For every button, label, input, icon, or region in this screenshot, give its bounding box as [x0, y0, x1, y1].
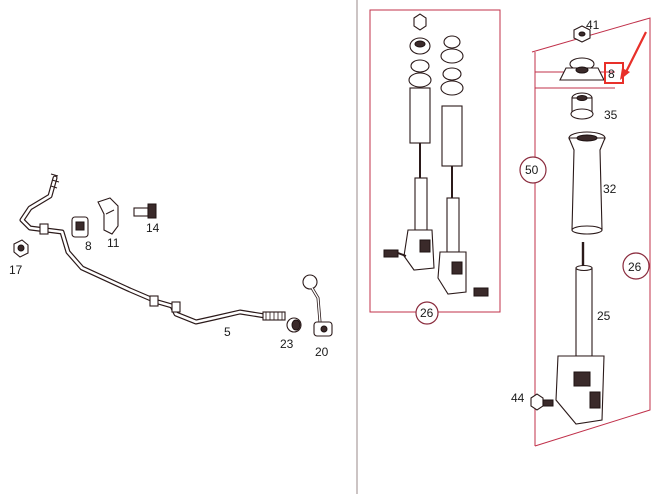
bolt-part-14[interactable] — [133, 203, 157, 219]
label-14: 14 — [146, 221, 160, 235]
middle-strut-parts[interactable] — [383, 13, 489, 297]
label-26-right: 26 — [628, 260, 642, 274]
label-5: 5 — [224, 325, 231, 339]
label-50: 50 — [525, 163, 539, 177]
middle-group-frame — [369, 9, 501, 313]
label-32: 32 — [603, 182, 617, 196]
label-26-mid: 26 — [420, 306, 434, 320]
label-8-left: 8 — [85, 239, 92, 253]
callout-26-mid — [415, 301, 439, 325]
label-17: 17 — [9, 263, 23, 277]
label-41: 41 — [586, 18, 600, 32]
label-35: 35 — [604, 108, 618, 122]
bushing-part-23[interactable] — [286, 317, 302, 333]
shock-absorber-part-25[interactable] — [555, 242, 605, 425]
dust-boot-part-32[interactable] — [568, 131, 606, 235]
label-8-right: 8 — [608, 67, 615, 81]
callout-50 — [519, 156, 547, 184]
label-20: 20 — [315, 345, 329, 359]
label-44: 44 — [511, 391, 525, 405]
stabilizer-bar — [19, 173, 286, 325]
callout-26-right — [622, 252, 650, 280]
bump-stop-part-35[interactable] — [570, 92, 594, 120]
bracket-part-11[interactable] — [97, 197, 119, 235]
nut-part-17[interactable] — [13, 239, 29, 258]
label-11: 11 — [107, 236, 120, 250]
link-rod-part-20[interactable] — [302, 274, 333, 337]
rubber-mount-part-8[interactable] — [71, 216, 89, 238]
right-bracket-26 — [531, 17, 651, 447]
highlight-arrow — [620, 31, 647, 80]
label-23: 23 — [280, 337, 294, 351]
label-25: 25 — [597, 309, 611, 323]
top-mount-part-8[interactable] — [559, 57, 605, 81]
bolt-part-44[interactable] — [530, 393, 554, 411]
nut-part-41[interactable] — [573, 25, 591, 43]
